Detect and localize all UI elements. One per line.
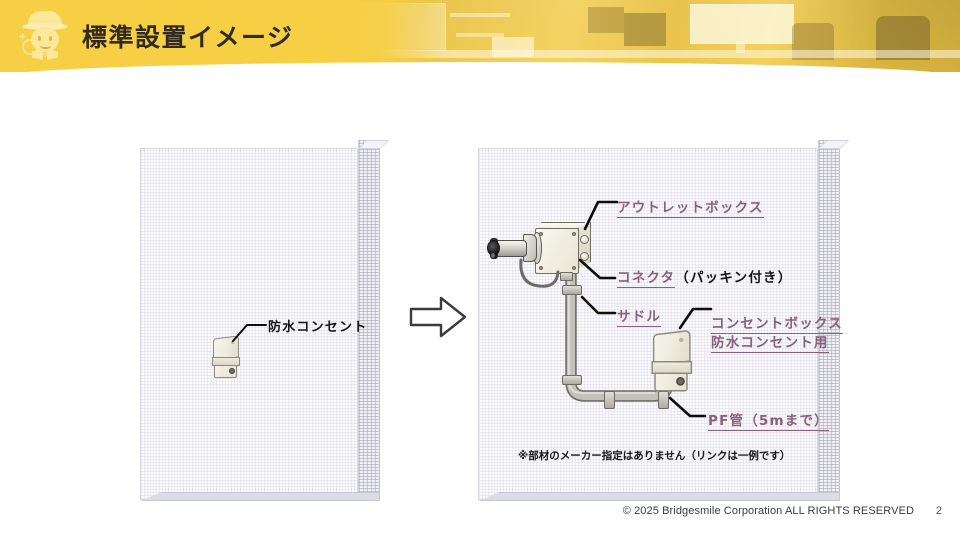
label-outlet-box[interactable]: アウトレットボックス <box>617 196 764 218</box>
header-gradient-overlay <box>330 0 450 72</box>
label-consent-box-line1[interactable]: コンセントボックス <box>711 312 843 334</box>
slide-header: 標準設置イメージ <box>0 0 960 72</box>
header-bottom-curve <box>0 62 960 72</box>
waterproof-outlet-device-left <box>211 335 241 379</box>
label-consent-box-line1-text[interactable]: コンセントボックス <box>711 316 843 334</box>
label-waterproof-outlet: 防水コンセント <box>268 316 367 335</box>
right-wall-panel <box>478 140 850 501</box>
label-pf-pipe-text[interactable]: PF管（5mまで） <box>708 413 829 431</box>
page-title: 標準設置イメージ <box>82 23 294 52</box>
label-consent-box-line2[interactable]: 防水コンセント用 <box>711 331 829 353</box>
label-consent-box-line2-text[interactable]: 防水コンセント用 <box>711 335 829 353</box>
left-wall-panel <box>140 140 390 501</box>
outlet-box-device <box>535 222 593 276</box>
page-number: 2 <box>935 505 942 517</box>
consent-box-device <box>650 329 714 422</box>
connector-nub <box>560 272 573 281</box>
leader-line-saddle <box>580 295 617 317</box>
mascot-icon <box>18 8 74 64</box>
saddle-clamp-2 <box>562 375 582 385</box>
disclaimer-note: ※部材のメーカー指定はありません（リンクは一例です） <box>518 450 791 462</box>
leader-line-waterproof-outlet <box>231 320 267 342</box>
label-connector[interactable]: コネクタ（パッキン付き） <box>617 266 793 288</box>
saddle-clamp-1 <box>562 285 582 295</box>
right-wall-side <box>818 140 840 492</box>
label-saddle[interactable]: サドル <box>617 305 662 327</box>
copyright-footer: © 2025 Bridgesmile Corporation ALL RIGHT… <box>622 505 914 517</box>
leader-line-connector <box>578 258 617 282</box>
label-waterproof-outlet-text: 防水コンセント <box>268 320 368 335</box>
right-arrow-icon <box>408 295 468 339</box>
security-camera-device <box>487 232 545 266</box>
left-wall-side <box>358 140 380 492</box>
left-wall-front <box>140 148 358 500</box>
label-saddle-text[interactable]: サドル <box>617 309 662 327</box>
label-pf-pipe[interactable]: PF管（5mまで） <box>708 409 829 431</box>
leader-line-outlet-box <box>583 198 619 232</box>
label-outlet-box-text[interactable]: アウトレットボックス <box>617 200 764 218</box>
leader-line-pf-pipe <box>668 396 707 420</box>
saddle-clamp-4 <box>658 391 669 409</box>
label-connector-link[interactable]: コネクタ <box>617 270 676 288</box>
leader-line-consent-box <box>678 306 713 330</box>
saddle-clamp-3 <box>604 391 615 409</box>
right-wall-front <box>478 148 818 500</box>
label-connector-suffix: （パッキン付き） <box>675 270 793 286</box>
camera-cable <box>505 258 565 294</box>
left-wall-side-bottom <box>140 492 380 501</box>
